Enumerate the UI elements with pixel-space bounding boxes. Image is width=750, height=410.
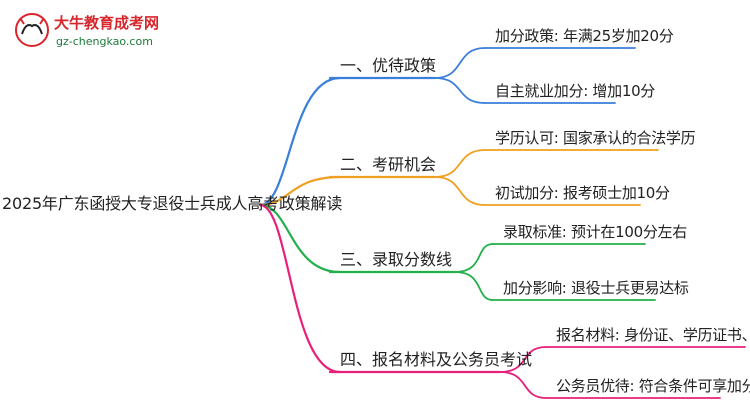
- bull-logo-icon: [15, 13, 49, 47]
- branch-label: 一、优待政策: [340, 56, 437, 75]
- leaf-connector: [454, 271, 494, 301]
- leaf-label: 自主就业加分: 增加10分: [495, 82, 656, 100]
- leaf-label: 公务员优待: 符合条件可享加分: [556, 377, 750, 395]
- leaf-connector: [434, 47, 486, 79]
- leaf-label: 初试加分: 报考硕士加10分: [495, 184, 670, 202]
- branch-connector: [258, 175, 342, 207]
- leaf-connector: [434, 149, 486, 178]
- branch-connector: [258, 76, 342, 207]
- branch-label: 四、报名材料及公务员考试: [340, 350, 533, 369]
- leaf-label: 学历认可: 国家承认的合法学历: [495, 129, 696, 147]
- branch-connector: [258, 203, 342, 274]
- logo-title: 大牛教育成考网: [54, 14, 160, 32]
- leaf-connector: [499, 346, 547, 373]
- leaf-connector: [499, 371, 547, 399]
- leaf-label: 报名材料: 身份证、学历证书、照片: [556, 326, 750, 344]
- leaf-connector: [434, 77, 486, 104]
- site-logo[interactable]: 大牛教育成考网 gz-chengkao.com: [14, 12, 174, 52]
- leaf-connector: [454, 243, 494, 273]
- leaf-label: 录取标准: 预计在100分左右: [503, 223, 687, 241]
- leaf-connector: [434, 176, 486, 206]
- branch-connector: [258, 203, 342, 374]
- branch-label: 三、录取分数线: [340, 250, 453, 269]
- leaf-label: 加分政策: 年满25岁加20分: [495, 27, 674, 45]
- branch-label: 二、考研机会: [340, 155, 437, 174]
- logo-url: gz-chengkao.com: [56, 35, 153, 48]
- root-topic: 2025年广东函授大专退役士兵成人高考政策解读: [2, 194, 343, 213]
- leaf-label: 加分影响: 退役士兵更易达标: [503, 279, 689, 297]
